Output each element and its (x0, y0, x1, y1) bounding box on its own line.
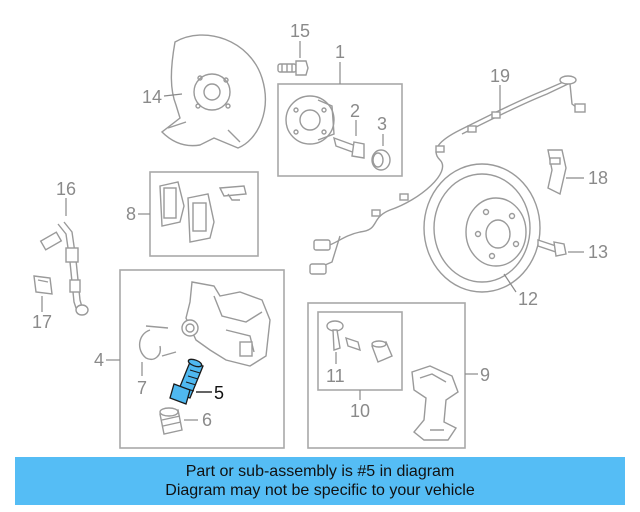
part-17-hose-clip[interactable] (33, 275, 53, 295)
callout-9: 9 (480, 365, 490, 385)
callout-12: 12 (518, 289, 538, 309)
part-3-grease-cap[interactable] (371, 149, 391, 171)
callout-16: 16 (56, 179, 76, 199)
assembly-box-4 (119, 269, 285, 449)
part-11-guide-bolt[interactable] (326, 320, 361, 352)
part-13-rotor-screw[interactable] (537, 239, 567, 257)
part-5-caliper-guide-bolt[interactable] (169, 358, 204, 405)
banner-part-line: Part or sub-assembly is #5 in diagram (185, 463, 455, 480)
callout-15: 15 (290, 21, 310, 41)
part-8-brake-pads[interactable] (159, 181, 247, 243)
assembly-box-9 (307, 302, 466, 449)
part-14-dust-shield[interactable] (160, 34, 266, 149)
leader-12 (503, 273, 517, 293)
leader-14 (163, 93, 183, 97)
banner-disclaimer-line: Diagram may not be specific to your vehi… (165, 482, 475, 499)
part-4-brake-caliper[interactable] (181, 281, 271, 367)
part-10-boot[interactable] (371, 340, 393, 363)
part-1-wheel-hub[interactable] (285, 95, 335, 145)
callout-2: 2 (350, 101, 360, 121)
callout-4: 4 (94, 350, 104, 370)
part-19-sensor-harness[interactable] (309, 75, 586, 275)
callout-19: 19 (490, 66, 510, 86)
callout-7: 7 (137, 378, 147, 398)
part-18-speed-sensor[interactable] (547, 149, 567, 196)
part-6-guide-bushing[interactable] (159, 407, 183, 435)
callout-17: 17 (32, 312, 52, 332)
callout-11: 11 (326, 366, 345, 386)
callout-14: 14 (142, 87, 162, 107)
part-12-brake-rotor[interactable] (423, 163, 541, 293)
part-9-caliper-bracket[interactable] (411, 365, 459, 441)
callout-1: 1 (335, 42, 345, 62)
info-banner: Part or sub-assembly is #5 in diagram Di… (15, 457, 625, 505)
callout-3: 3 (377, 114, 387, 134)
callout-5: 5 (214, 383, 224, 403)
part-15-bolt[interactable] (277, 60, 309, 76)
callout-18: 18 (588, 168, 608, 188)
callout-6: 6 (202, 410, 212, 430)
callout-8: 8 (126, 204, 136, 224)
exploded-parts-diagram: 14 15 1 2 3 (32, 21, 608, 449)
callout-13: 13 (588, 242, 608, 262)
part-2-hub-bolt[interactable] (333, 136, 365, 159)
part-7-spring-clip[interactable] (139, 325, 177, 360)
part-16-brake-hose[interactable] (39, 221, 89, 316)
callout-10: 10 (350, 401, 370, 421)
